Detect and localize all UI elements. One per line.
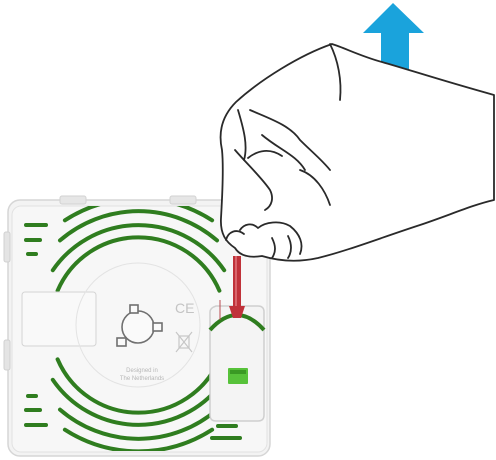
pull-tab-compartment <box>210 300 264 421</box>
hand-drawing <box>221 44 494 261</box>
ce-mark: CE <box>175 300 194 316</box>
netherlands-text: The Netherlands <box>120 376 164 382</box>
designed-in-text: Designed in <box>126 368 158 374</box>
